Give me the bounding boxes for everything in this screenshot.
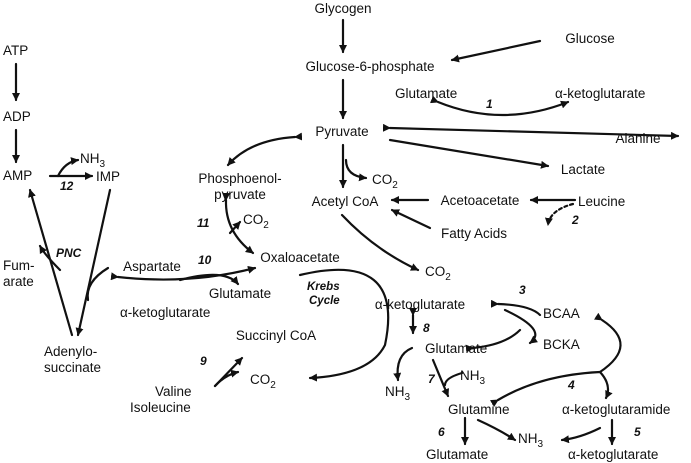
node-acetyl-coa: Acetyl CoA (312, 194, 379, 209)
step-pnc: PNC (56, 246, 82, 260)
arrow-glutamate-bcka (465, 328, 522, 353)
arrow-glutamate-to-glutamine (431, 358, 450, 398)
node-glucose: Glucose (565, 31, 615, 46)
arrow-omega-amidase-nh3 (560, 426, 602, 444)
step-2: 2 (571, 213, 579, 227)
step-8: 8 (423, 321, 430, 335)
node-alpha-ketoglutaramide: α-ketoglutaramide (562, 402, 670, 417)
label-cycle: Cycle (309, 295, 340, 307)
node-oxaloacetate: Oxaloacetate (260, 250, 340, 265)
node-amp: AMP (3, 168, 32, 183)
step-9: 9 (200, 354, 207, 368)
node-co2-succinyl: CO2 (250, 372, 276, 391)
node-lactate: Lactate (561, 162, 605, 177)
arrow-glu-akg-loop (178, 273, 240, 286)
arrow-deaminase-nh3 (56, 157, 80, 178)
node-alpha-ketoglutarate-left: α-ketoglutarate (120, 305, 210, 320)
label-krebs: Krebs (307, 281, 340, 293)
arrow-aspartate-into-pnc (86, 266, 110, 302)
node-alpha-ketoglutarate-center: α-ketoglutarate (375, 297, 465, 312)
arrow-glutaminase-nh3 (476, 418, 517, 442)
arrow-bcka-right (593, 312, 622, 374)
node-isoleucine: Isoleucine (130, 400, 191, 415)
node-glutamate-right: Glutamate (425, 341, 487, 356)
node-adp: ADP (3, 109, 31, 124)
node-alpha-ketoglutarate-bottom: α-ketoglutarate (568, 447, 658, 462)
node-glucose-6-phosphate: Glucose-6-phosphate (305, 59, 434, 74)
arrow-glucose-to-g6p (450, 39, 542, 63)
node-glutamate-top: Glutamate (395, 86, 457, 101)
node-nh3-left: NH3 (80, 151, 106, 170)
step-4: 4 (567, 378, 575, 392)
arrows (12, 18, 680, 446)
arrow-fumarate-release (38, 244, 62, 272)
node-nh3-low: NH3 (385, 384, 411, 403)
step-5: 5 (634, 425, 641, 439)
node-glutamate-mid: Glutamate (209, 286, 271, 301)
node-fatty-acids: Fatty Acids (441, 226, 507, 241)
arrow-reaction-1 (430, 95, 570, 117)
node-atp: ATP (3, 43, 28, 58)
arrow-glutamate-nh3 (393, 346, 414, 382)
node-succinyl-coa: Succinyl CoA (236, 328, 316, 343)
node-alpha-ketoglutarate-top: α-ketoglutarate (555, 86, 645, 101)
step-3: 3 (519, 283, 526, 297)
arrow-krebs-co2 (340, 213, 420, 272)
step-6: 6 (438, 425, 445, 439)
node-nh3-bottom: NH3 (518, 431, 544, 450)
arrow-akg-bcaa (490, 299, 542, 317)
node-nh3-mid: NH3 (460, 368, 486, 387)
node-imp: IMP (96, 169, 120, 184)
node-leucine: Leucine (578, 194, 625, 209)
arrow-succinyl-co2 (213, 369, 240, 388)
arrow-pepck-co2 (228, 220, 242, 235)
arrow-bcaa-loop (503, 308, 539, 345)
node-co2-krebs: CO2 (425, 264, 451, 283)
arrow-krebs-cycle (298, 268, 390, 382)
node-adenylosuccinate-line1: Adenylo- (44, 344, 97, 359)
step-12: 12 (60, 179, 74, 193)
arrow-pyruvate-pep (226, 132, 303, 167)
arrow-pyruvate-to-lactate (388, 138, 550, 169)
arrow-imp-to-adenylosuccinate (75, 188, 112, 337)
node-bcka: BCKA (543, 337, 580, 352)
arrow-pyruvate-alanine (382, 123, 680, 140)
node-co2-pdh: CO2 (372, 172, 398, 191)
node-fumarate-line1: Fum- (3, 258, 35, 273)
node-glutamate-bottom: Glutamate (426, 447, 488, 462)
node-phosphoenolpyruvate-line1: Phosphoenol- (198, 171, 281, 186)
labels: Glycogen Glucose Glucose-6-phosphate Glu… (3, 1, 670, 462)
step-11: 11 (197, 216, 210, 230)
arrow-nh3-into-7 (443, 371, 464, 387)
arrow-adenylosuccinate-to-amp (28, 188, 74, 337)
step-1: 1 (486, 97, 493, 111)
step-10: 10 (198, 253, 212, 267)
arrow-reaction-4 (489, 370, 613, 408)
node-bcaa: BCAA (543, 306, 580, 321)
node-acetoacetate: Acetoacetate (441, 193, 520, 208)
node-phosphoenolpyruvate-line2: pyruvate (214, 187, 266, 202)
node-co2-pepck: CO2 (243, 212, 269, 231)
arrow-leucine-branch-2 (544, 202, 575, 227)
step-7: 7 (428, 372, 436, 386)
arrow-pdh-co2 (344, 158, 368, 182)
node-glutamine: Glutamine (448, 402, 510, 417)
node-glycogen: Glycogen (314, 1, 371, 16)
node-adenylosuccinate-line2: succinate (44, 360, 101, 375)
node-pyruvate: Pyruvate (315, 124, 368, 139)
arrow-fattyacids-to-acetylcoa (390, 208, 432, 230)
node-alanine: Alanine (615, 131, 660, 146)
node-aspartate: Aspartate (123, 259, 181, 274)
node-fumarate-line2: arate (3, 274, 34, 289)
node-valine: Valine (155, 384, 192, 399)
